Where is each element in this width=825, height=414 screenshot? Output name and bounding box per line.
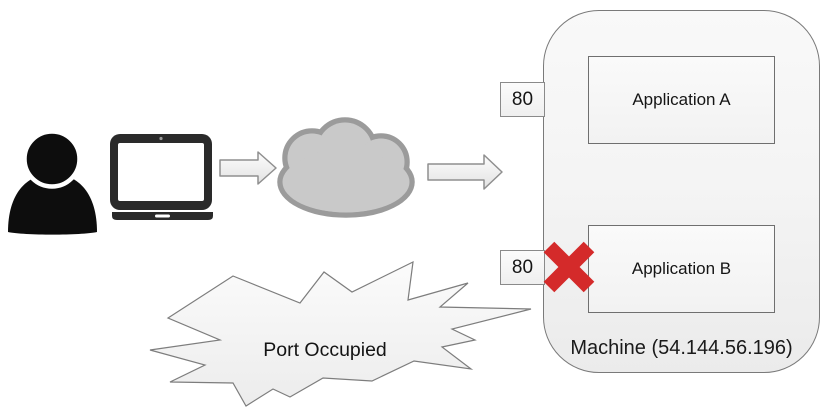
machine-box: Application A Application B Machine (54.… bbox=[543, 10, 820, 373]
port-occupied-label: Port Occupied bbox=[263, 339, 387, 361]
port-80-b-label: 80 bbox=[511, 256, 534, 278]
application-b-box: Application B bbox=[588, 225, 775, 313]
machine-label: Machine (54.144.56.196) bbox=[570, 337, 793, 359]
application-a-label: Application A bbox=[632, 90, 731, 109]
flow-arrow-2-icon bbox=[427, 154, 503, 190]
starburst-shape bbox=[149, 260, 532, 407]
flow-arrow-1-icon bbox=[219, 151, 277, 185]
cloud-icon bbox=[277, 117, 415, 218]
red-x-icon bbox=[543, 241, 595, 293]
port-80-a-tab: 80 bbox=[500, 82, 545, 117]
port-80-b-tab: 80 bbox=[500, 250, 545, 285]
application-a-box: Application A bbox=[588, 56, 775, 144]
port-occupied-burst bbox=[149, 260, 532, 407]
person-icon bbox=[8, 129, 97, 235]
port-80-a-label: 80 bbox=[511, 88, 534, 110]
laptop-icon bbox=[110, 134, 213, 220]
application-b-label: Application B bbox=[631, 259, 732, 278]
